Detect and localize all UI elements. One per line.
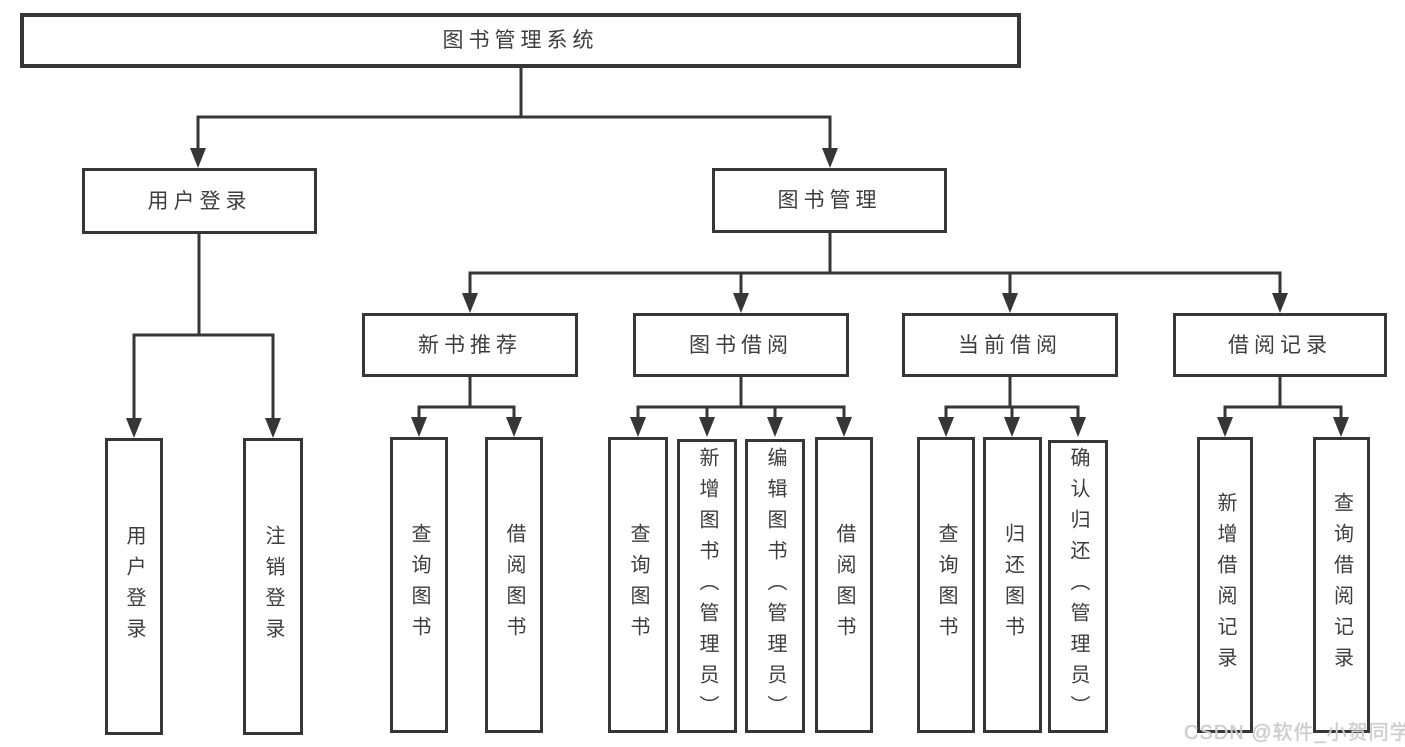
leaf-add-borrow-record: 新增借阅记录: [1197, 437, 1253, 733]
node-new-book-recommend: 新书推荐: [362, 313, 578, 377]
node-borrow-records: 借阅记录: [1173, 313, 1387, 377]
leaf-user-login: 用户登录: [105, 438, 163, 735]
leaf-logout: 注销登录: [243, 438, 303, 735]
leaf-borrow-book-2: 借阅图书: [815, 437, 873, 733]
node-root-system: 图书管理系统: [20, 13, 1021, 68]
arrowheads: [126, 148, 1349, 438]
node-book-borrow: 图书借阅: [633, 313, 849, 377]
leaf-confirm-return-admin: 确认归还（管理员）: [1048, 440, 1108, 733]
leaf-query-borrow-record: 查询借阅记录: [1313, 437, 1370, 733]
leaf-borrow-book-1: 借阅图书: [485, 437, 543, 733]
leaf-query-book-2: 查询图书: [608, 437, 668, 733]
node-user-login: 用户登录: [82, 168, 317, 234]
leaf-add-book-admin: 新增图书（管理员）: [677, 439, 737, 733]
node-book-management: 图书管理: [712, 168, 947, 233]
node-current-borrow: 当前借阅: [902, 313, 1118, 377]
leaf-return-book: 归还图书: [983, 437, 1042, 733]
leaf-query-book-1: 查询图书: [390, 437, 448, 733]
leaf-edit-book-admin: 编辑图书（管理员）: [745, 439, 805, 733]
csdn-watermark: CSDN @软件_小贺同学: [1184, 722, 1405, 744]
leaf-query-book-3: 查询图书: [917, 437, 975, 733]
